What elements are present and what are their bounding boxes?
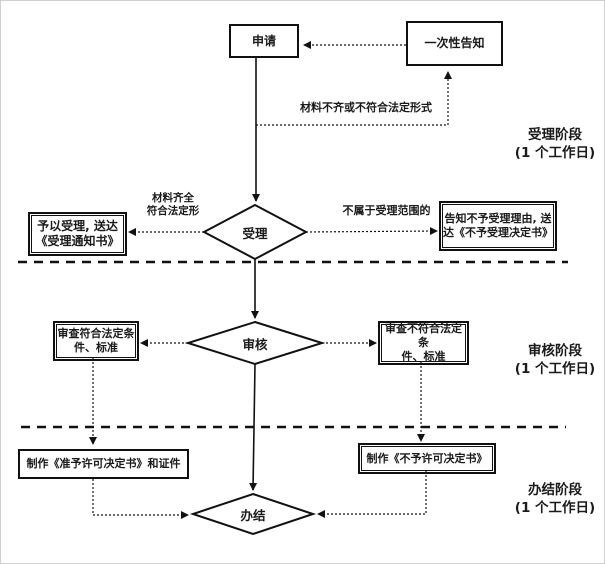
finish-diamond-label: 办结 bbox=[240, 507, 266, 523]
stage-review-name: 审核阶段 bbox=[528, 343, 582, 359]
accept-no-line2: 达《不予受理决定书》 bbox=[443, 226, 553, 239]
make-denial-box: 制作《不予许可决定书》 bbox=[358, 443, 496, 474]
accept-yes-box: 予以受理, 送达 《受理通知书》 bbox=[28, 212, 127, 256]
finish-diamond bbox=[189, 492, 317, 536]
accept-yes-line1: 予以受理, 送达 bbox=[37, 219, 118, 233]
accept-no-line1: 告知不予受理理由, 送 bbox=[444, 212, 552, 225]
edge-label-not-in-scope: 不属于受理范围的 bbox=[342, 204, 431, 217]
one-time-notice-box: 一次性告知 bbox=[406, 21, 503, 66]
edge-label-materials-incomplete: 材料不齐或不符合法定形式 bbox=[300, 101, 432, 114]
materials-complete-line2: 符合法定形 bbox=[146, 205, 200, 217]
review-fail-line2: 件、标准 bbox=[401, 350, 446, 363]
apply-box: 申请 bbox=[229, 24, 299, 58]
stage-accept-name: 受理阶段 bbox=[528, 127, 582, 143]
make-denial-label: 制作《不予许可决定书》 bbox=[366, 451, 488, 465]
stage-label-review: 审核阶段 (1 个工作日) bbox=[501, 342, 604, 378]
review-pass-line2: 件、标准 bbox=[74, 341, 118, 354]
review-pass-box: 审查符合法定条 件、标准 bbox=[53, 321, 139, 361]
stage-label-finish: 办结阶段 (1 个工作日) bbox=[501, 481, 604, 517]
arrow-denial-to-finish bbox=[317, 471, 427, 518]
arrow-accept-to-acceptno bbox=[305, 227, 438, 236]
stage-label-accept: 受理阶段 (1 个工作日) bbox=[501, 126, 604, 162]
one-time-notice-label: 一次性告知 bbox=[424, 36, 485, 50]
stage-finish-duration: (1 个工作日) bbox=[514, 500, 596, 516]
review-diamond-label: 审核 bbox=[242, 336, 268, 352]
accept-no-box: 告知不予受理理由, 送 达《不予受理决定书》 bbox=[439, 201, 557, 251]
stage-review-duration: (1 个工作日) bbox=[514, 361, 596, 377]
apply-label: 申请 bbox=[251, 33, 276, 48]
accept-yes-line2: 《受理通知书》 bbox=[35, 234, 120, 248]
arrow-permit-to-finish bbox=[92, 479, 189, 519]
make-permit-box: 制作《准予许可决定书》和证件 bbox=[18, 449, 189, 479]
review-fail-box: 审查不符合法定条 件、标准 bbox=[378, 321, 469, 365]
stage-accept-duration: (1 个工作日) bbox=[514, 145, 596, 161]
materials-complete-line1: 材料齐全 bbox=[152, 192, 194, 204]
review-pass-line1: 审查符合法定条 bbox=[57, 327, 135, 340]
review-fail-line1: 审查不符合法定条 bbox=[385, 322, 462, 349]
accept-diamond-label: 受理 bbox=[242, 225, 268, 241]
edge-label-materials-complete: 材料齐全 符合法定形 bbox=[133, 192, 213, 218]
arrow-incomplete-to-notice bbox=[256, 71, 452, 126]
stage-finish-name: 办结阶段 bbox=[528, 482, 582, 498]
make-permit-label: 制作《准予许可决定书》和证件 bbox=[26, 457, 181, 470]
